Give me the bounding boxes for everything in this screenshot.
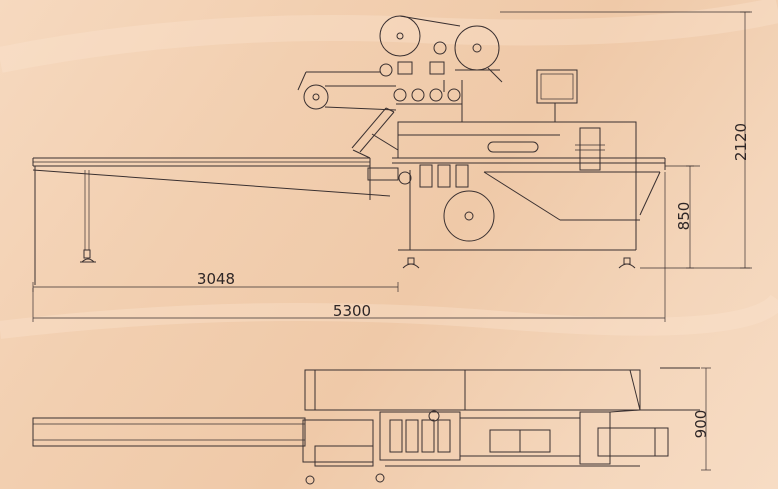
label-length-feeder: 3048 <box>197 270 235 288</box>
dim-length-total: 5300 <box>32 172 666 322</box>
control-monitor <box>536 69 578 123</box>
plan-view: 900 <box>32 367 711 485</box>
film-unwind-assembly <box>297 15 503 122</box>
dim-width-total: 900 <box>692 367 711 471</box>
plan-conveyor <box>32 417 374 467</box>
dim-height-table: 850 <box>640 165 752 269</box>
label-length-total: 5300 <box>333 302 371 320</box>
dim-length-feeder: 3048 <box>32 270 399 292</box>
infeed-conveyor <box>32 149 412 285</box>
label-height-table: 850 <box>675 202 693 231</box>
side-elevation: 2120 850 3048 5300 <box>32 11 752 322</box>
folding-former <box>351 107 399 153</box>
background-streaks <box>0 0 778 339</box>
plan-machine-body <box>304 367 700 485</box>
label-width-total: 900 <box>692 410 710 439</box>
machine-body <box>392 121 666 269</box>
label-height-total: 2120 <box>732 123 750 161</box>
dim-height-total: 2120 <box>500 11 752 269</box>
